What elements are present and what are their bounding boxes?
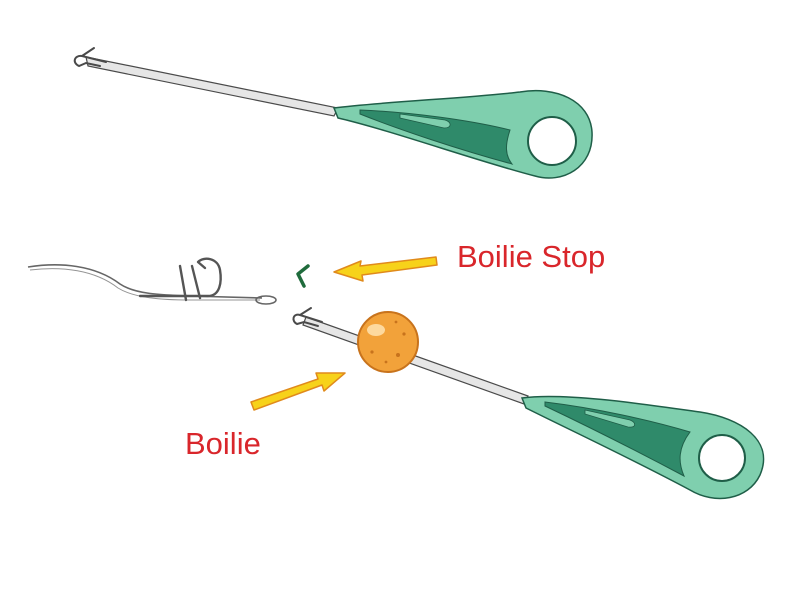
top-needle-latch-icon	[81, 47, 95, 57]
boilie-label: Boilie	[185, 426, 261, 461]
top-needle-shaft	[85, 56, 339, 117]
boilie-stop-label: Boilie Stop	[457, 239, 606, 274]
arrow-to-boilie	[250, 372, 346, 411]
bottom-needle-latch-icon	[299, 307, 312, 316]
bottom-needle-handle	[520, 395, 765, 500]
top-needle-handle-hole	[528, 117, 576, 165]
top-baiting-needle	[73, 47, 593, 179]
boilie-stop-icon	[296, 264, 310, 288]
top-needle-handle	[332, 89, 593, 179]
hair-loop	[255, 295, 277, 305]
boilie-bait-icon	[357, 311, 419, 373]
hooklink-line	[27, 264, 263, 299]
bottom-needle-handle-hole	[699, 435, 745, 481]
hook-link	[27, 257, 277, 305]
arrow-to-boilie-stop	[333, 256, 438, 282]
fish-hook-icon	[138, 257, 222, 302]
bottom-baiting-needle	[292, 307, 765, 500]
